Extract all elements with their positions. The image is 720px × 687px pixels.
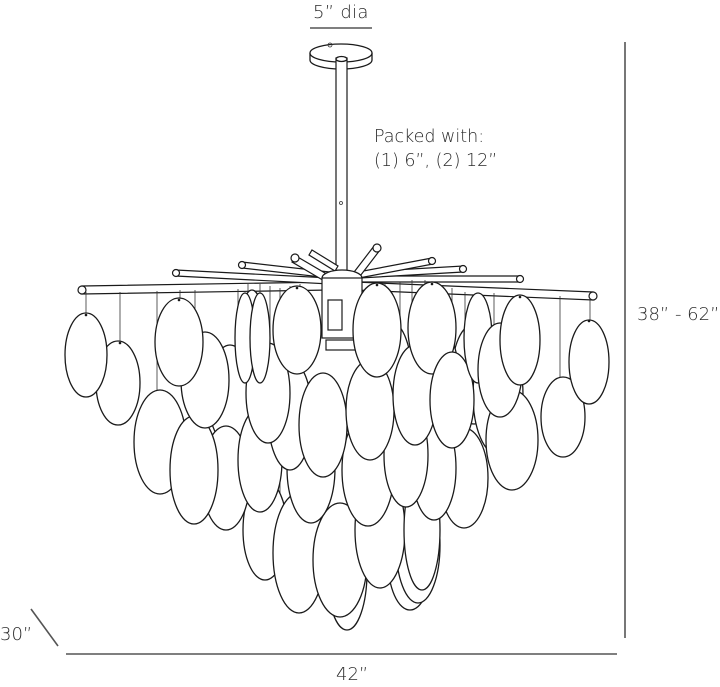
height-dimension-label: 38” - 62”	[637, 304, 720, 325]
disc-hooks	[84, 282, 591, 345]
discs-upper-tier	[64, 281, 610, 461]
packed-with-note: Packed with: (1) 6”, (2) 12”	[374, 125, 497, 173]
width-dimension-label: 42”	[336, 664, 369, 685]
depth-dimension-label: 30”	[0, 624, 33, 645]
packed-with-detail: (1) 6”, (2) 12”	[374, 151, 498, 171]
canopy-diameter-label: 5” dia	[313, 2, 369, 23]
depth-dimension-line	[30, 608, 59, 647]
packed-with-title: Packed with:	[374, 127, 485, 147]
arms	[77, 243, 598, 351]
downrod	[335, 55, 348, 274]
